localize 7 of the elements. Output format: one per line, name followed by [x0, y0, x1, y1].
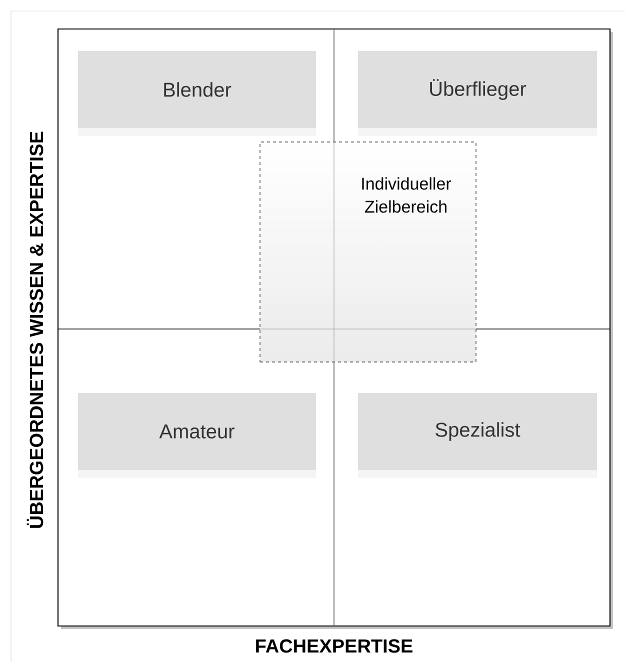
- quadrant-box: Amateur: [78, 393, 316, 478]
- quadrant-box: Spezialist: [358, 393, 597, 478]
- quadrant-box: Blender: [78, 51, 316, 136]
- axis-label: FACHEXPERTISE: [256, 639, 412, 653]
- quadrant-box: Überflieger: [358, 51, 597, 136]
- target-area-box: Individueller Zielbereich: [260, 142, 476, 362]
- axis-label: ÜBERGEORDNETES WISSEN & EXPERTISE: [26, 132, 44, 528]
